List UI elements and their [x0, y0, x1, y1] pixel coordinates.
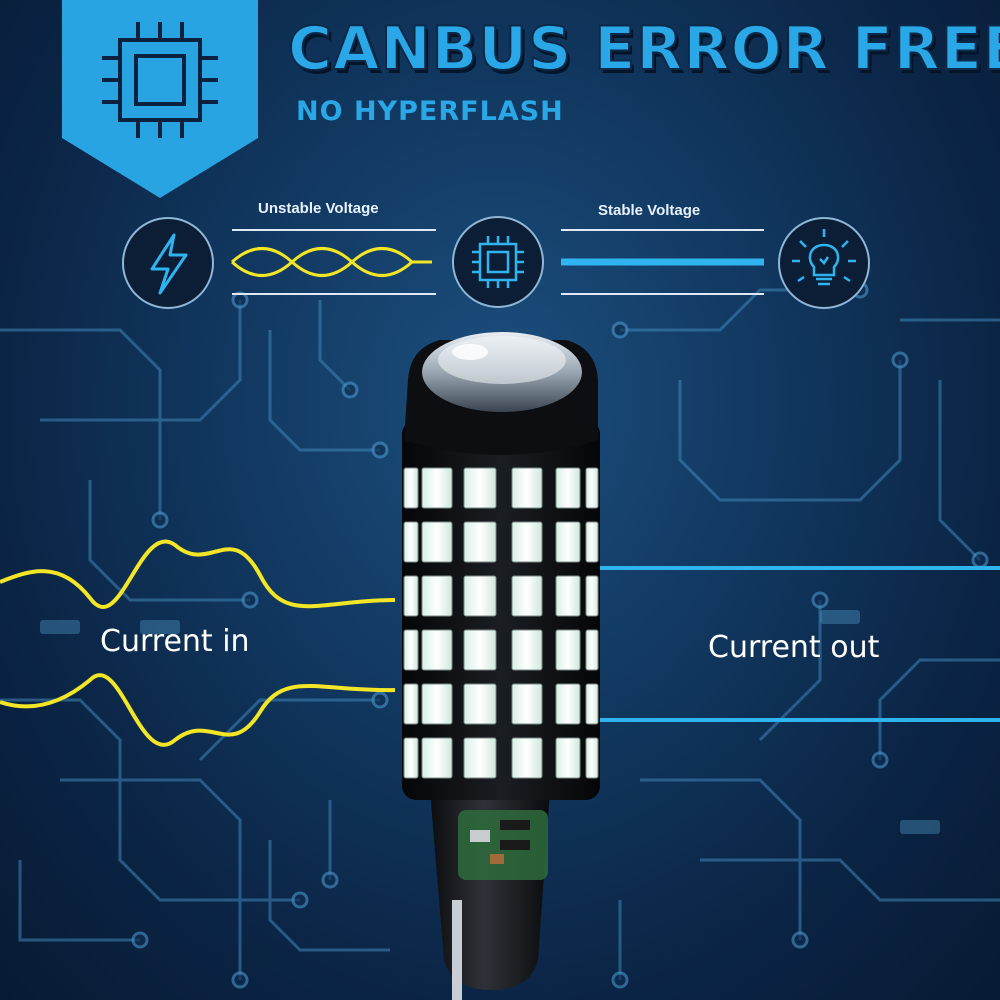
led-chip-grid [403, 467, 599, 779]
led-chip [403, 521, 419, 563]
led-chip [585, 521, 599, 563]
led-chip [585, 629, 599, 671]
led-chip [555, 683, 581, 725]
led-chip [463, 737, 497, 779]
page-subtitle: NO HYPERFLASH [296, 96, 564, 127]
led-chip [555, 737, 581, 779]
current-out-lines [600, 566, 1000, 722]
chip-banner-badge [62, 0, 258, 198]
led-chip [585, 575, 599, 617]
led-chip [421, 737, 453, 779]
led-chip [585, 737, 599, 779]
led-chip [555, 521, 581, 563]
led-chip [421, 575, 453, 617]
chip-icon [102, 22, 218, 138]
bulb-base [430, 790, 550, 1000]
led-chip [403, 683, 419, 725]
current-in-label: Current in [100, 624, 250, 659]
led-chip [403, 575, 419, 617]
led-chip [555, 629, 581, 671]
led-chip [421, 629, 453, 671]
stable-voltage-label: Stable Voltage [598, 202, 701, 219]
led-chip [463, 521, 497, 563]
led-chip [403, 467, 419, 509]
led-chip [463, 575, 497, 617]
led-chip [555, 467, 581, 509]
led-chip [585, 467, 599, 509]
lightbulb-icon [778, 217, 870, 309]
led-chip [463, 467, 497, 509]
led-chip [511, 521, 543, 563]
led-chip [511, 575, 543, 617]
current-in-wave [0, 539, 396, 747]
led-chip [421, 467, 453, 509]
led-chip [511, 629, 543, 671]
led-chip [585, 683, 599, 725]
lightning-icon [122, 217, 214, 309]
voltage-diagram [230, 229, 764, 295]
led-chip [511, 683, 543, 725]
led-chip [421, 521, 453, 563]
led-chip [463, 629, 497, 671]
led-chip [511, 467, 543, 509]
page-title: CANBUS ERROR FREE [287, 13, 1000, 85]
unstable-voltage-label: Unstable Voltage [258, 200, 379, 217]
led-chip [511, 737, 543, 779]
unstable-voltage-wave [230, 247, 432, 277]
current-out-label: Current out [708, 630, 880, 665]
led-chip [403, 629, 419, 671]
led-chip [463, 683, 497, 725]
led-chip [555, 575, 581, 617]
processor-chip-icon [452, 216, 544, 308]
led-chip [421, 683, 453, 725]
led-chip [403, 737, 419, 779]
